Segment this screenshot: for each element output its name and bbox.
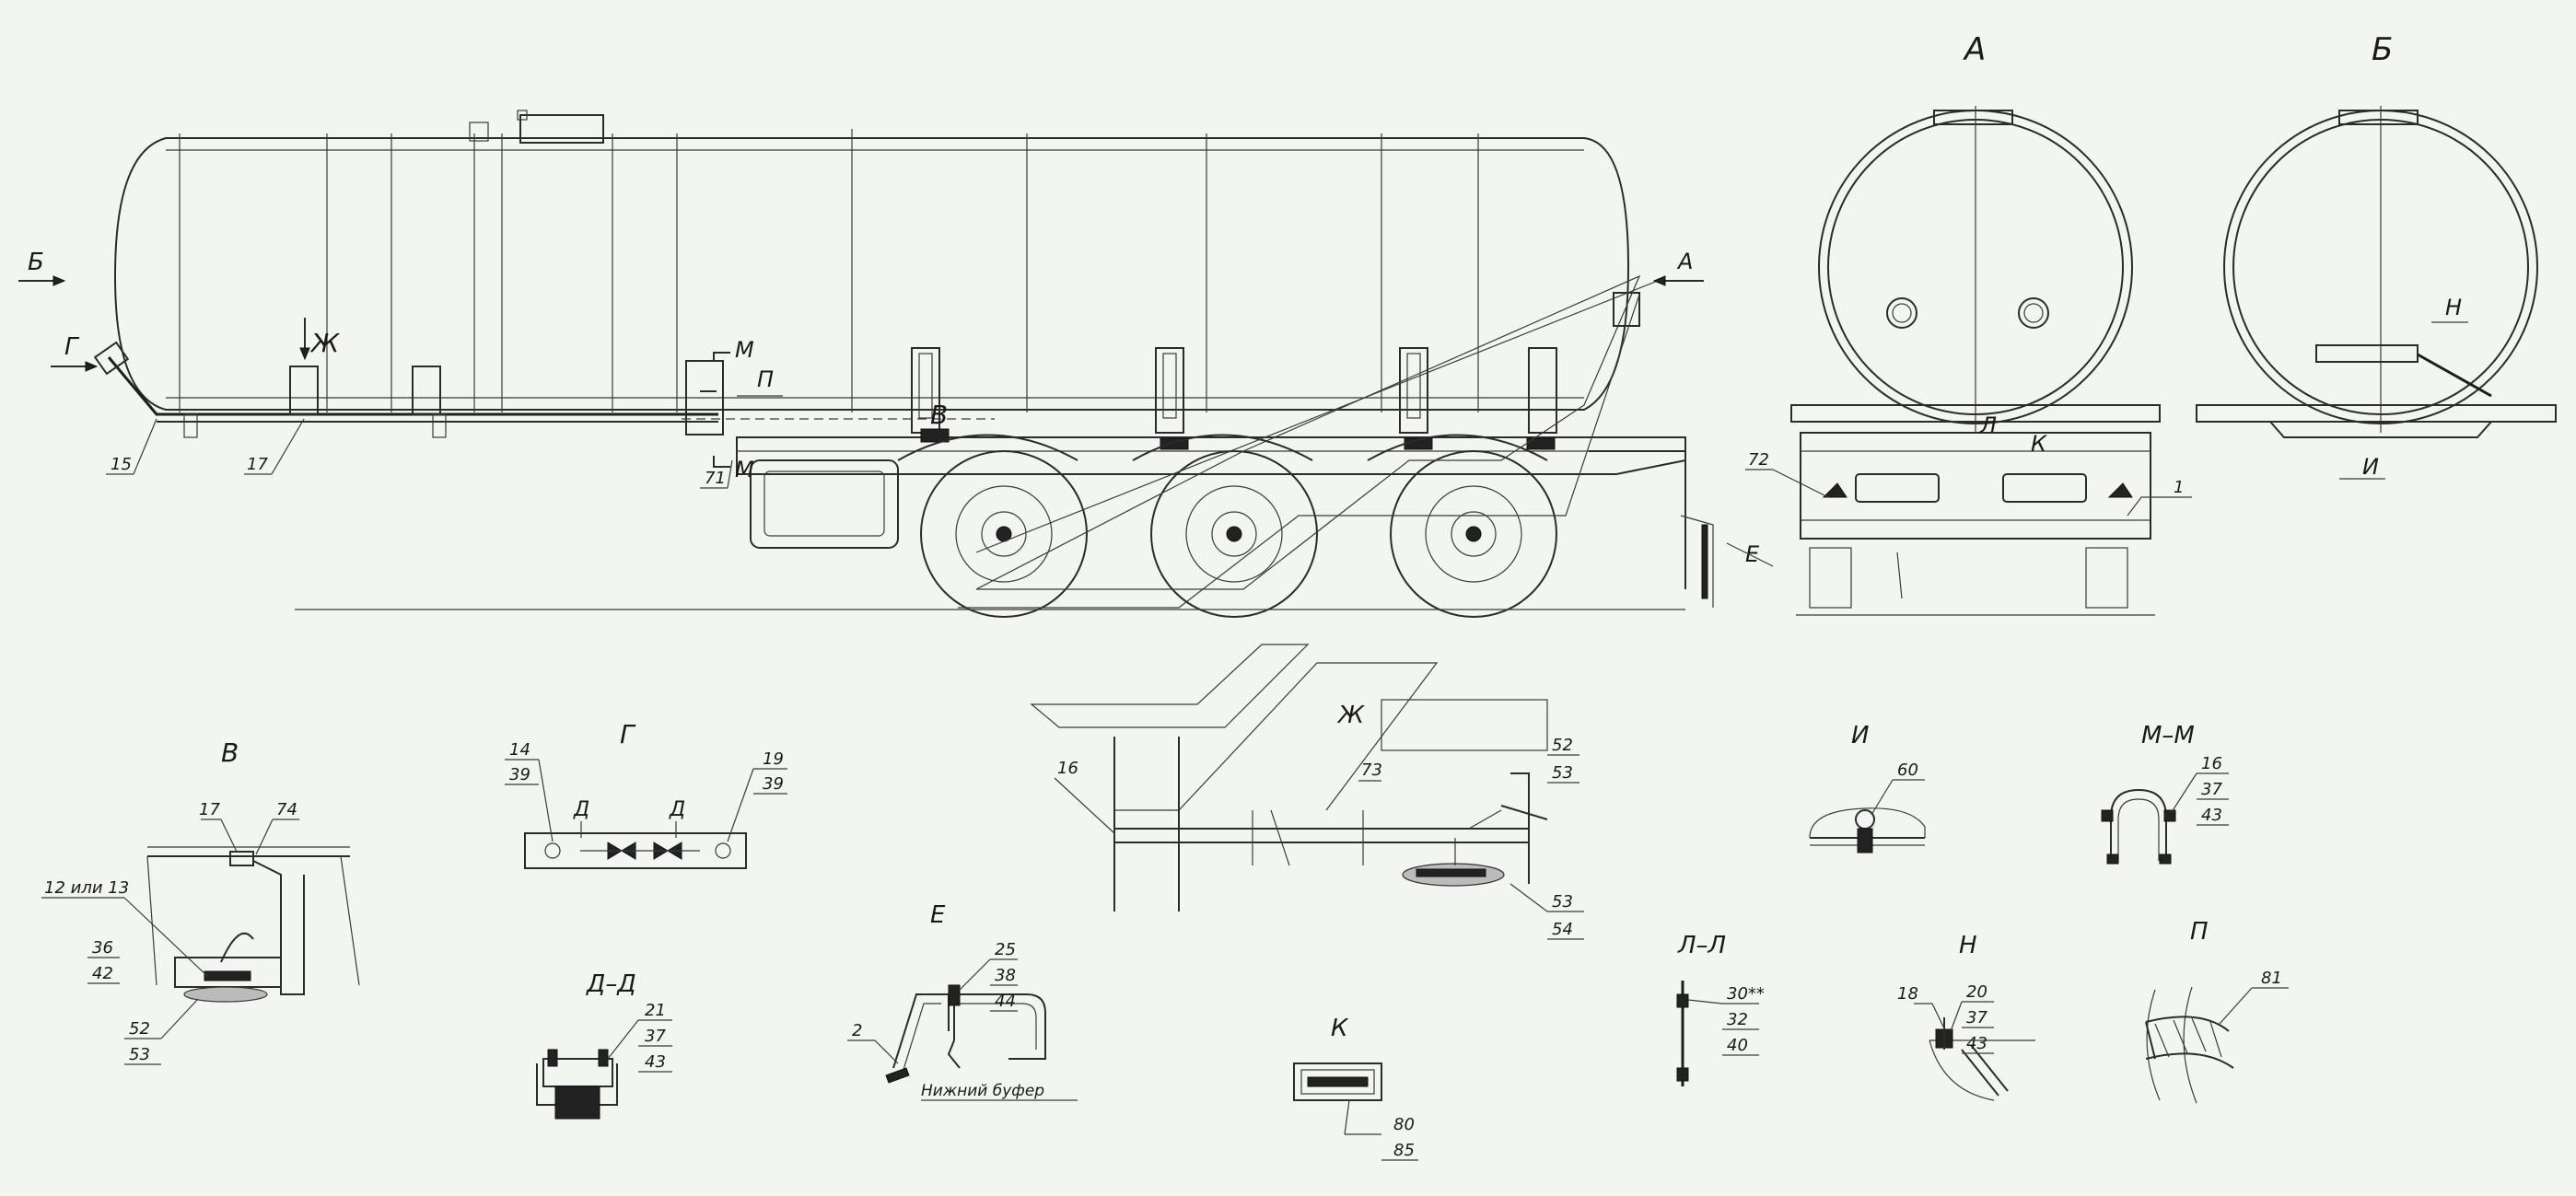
detail-v: В 17 74 12 или 13 36 42 52 53 [41, 737, 360, 1065]
view-p-title: П [2190, 918, 2209, 946]
n-callout-20: 20 [1966, 982, 1987, 1002]
zh-callout-53a: 53 [1552, 763, 1573, 783]
mm-callout-43: 43 [2201, 806, 2222, 825]
view-g-title: Г [620, 719, 636, 749]
mark-k: К [2031, 431, 2047, 457]
mark-d2: Д [669, 798, 685, 821]
g-callout-14: 14 [509, 740, 530, 760]
callout-17-main: 17 [247, 455, 268, 474]
view-b-rear: Б Н И [2196, 31, 2557, 480]
view-e-title: Е [930, 901, 946, 929]
mark-g-arrow: Г [64, 333, 80, 361]
mark-zh-arrow: Ж [309, 328, 341, 358]
v-callout-42: 42 [92, 964, 113, 983]
view-ll-title: Л–Л [1677, 932, 1726, 959]
view-v-title: В [221, 737, 239, 768]
e-lower-buffer: Нижний буфер [921, 1082, 1044, 1100]
view-k-title: К [1331, 1015, 1349, 1042]
g-callout-39b: 39 [763, 774, 784, 794]
n-callout-18: 18 [1897, 984, 1918, 1004]
view-zh-title: Ж [1336, 702, 1365, 729]
callout-71: 71 [705, 469, 726, 488]
detail-i: И 60 [1809, 722, 1926, 853]
e-callout-44: 44 [995, 992, 1016, 1011]
view-dd-title: Д–Д [586, 970, 636, 998]
mark-l: Л [1979, 412, 1997, 438]
v-callout-52: 52 [129, 1019, 150, 1039]
detail-p: П 81 [2145, 918, 2289, 1104]
view-mm-title: М–М [2141, 722, 2195, 749]
mark-i: И [2362, 454, 2379, 480]
zh-callout-54: 54 [1552, 920, 1573, 939]
v-callout-74: 74 [276, 800, 297, 819]
zh-callout-16: 16 [1057, 759, 1078, 778]
wheels [920, 450, 1557, 618]
callout-1: 1 [2174, 478, 2184, 497]
zh-callout-52: 52 [1552, 736, 1573, 755]
dd-callout-21: 21 [645, 1001, 666, 1020]
mm-callout-16: 16 [2201, 754, 2222, 773]
mark-p-arrow: П [757, 366, 774, 392]
detail-n: Н 18 20 37 43 [1897, 932, 2035, 1101]
mm-callout-37: 37 [2201, 780, 2222, 799]
n-callout-43: 43 [1966, 1034, 1987, 1053]
g-callout-19: 19 [763, 749, 784, 769]
mark-e: Е [1745, 541, 1760, 567]
detail-mm: М–М 16 37 43 [2101, 722, 2229, 865]
e-callout-38: 38 [995, 966, 1016, 985]
mark-m-top: М [735, 337, 754, 363]
zh-callout-53b: 53 [1552, 892, 1573, 912]
detail-dd: Д–Д 21 37 43 [536, 970, 672, 1120]
detail-k: К 80 85 [1293, 1015, 1418, 1161]
view-a-front: А Л К 72 1 [1745, 31, 2192, 616]
v-callout-53: 53 [129, 1045, 150, 1064]
k-callout-80: 80 [1393, 1115, 1415, 1134]
mark-m-bot: М [735, 457, 754, 482]
e-callout-25: 25 [995, 940, 1016, 959]
mark-d1: Д [573, 798, 589, 821]
ll-callout-40: 40 [1727, 1036, 1748, 1055]
side-view-marks: Б Г Ж М М П В А Е 15 17 71 [18, 249, 1774, 567]
detail-g: Г Д Д 14 39 19 39 [505, 719, 787, 869]
detail-zh: Ж 16 73 52 53 53 54 [1030, 644, 1584, 940]
e-callout-2: 2 [852, 1021, 862, 1040]
n-callout-37: 37 [1966, 1008, 1987, 1028]
p-callout-81: 81 [2261, 969, 2282, 988]
tank-ribs [179, 129, 1479, 412]
view-b-title: Б [2372, 31, 2393, 68]
view-i-title: И [1851, 722, 1869, 749]
dd-callout-43: 43 [645, 1052, 666, 1072]
callout-72: 72 [1748, 450, 1769, 470]
k-callout-85: 85 [1393, 1141, 1415, 1160]
tank-side-view [93, 110, 1714, 618]
ll-callout-30: 30** [1727, 984, 1765, 1004]
view-n-title: Н [1959, 932, 1977, 959]
dd-callout-37: 37 [645, 1027, 666, 1046]
v-callout-36: 36 [92, 938, 113, 958]
view-a-title: А [1963, 31, 1986, 68]
mark-v: В [930, 400, 948, 430]
g-callout-39a: 39 [509, 765, 530, 784]
mark-a-arrow: А [1676, 249, 1693, 274]
callout-15: 15 [111, 455, 132, 474]
ll-callout-32: 32 [1727, 1010, 1748, 1029]
i-callout-60: 60 [1897, 761, 1918, 780]
zh-callout-73: 73 [1361, 761, 1382, 780]
v-callout-17: 17 [199, 800, 220, 819]
mark-b-arrow: Б [28, 249, 44, 276]
mark-n: Н [2445, 295, 2462, 320]
detail-ll: Л–Л 30** 32 40 [1676, 932, 1765, 1086]
v-callout-12: 12 или 13 [44, 878, 129, 898]
detail-e: Е 25 38 44 2 Нижний буфер [847, 901, 1078, 1101]
